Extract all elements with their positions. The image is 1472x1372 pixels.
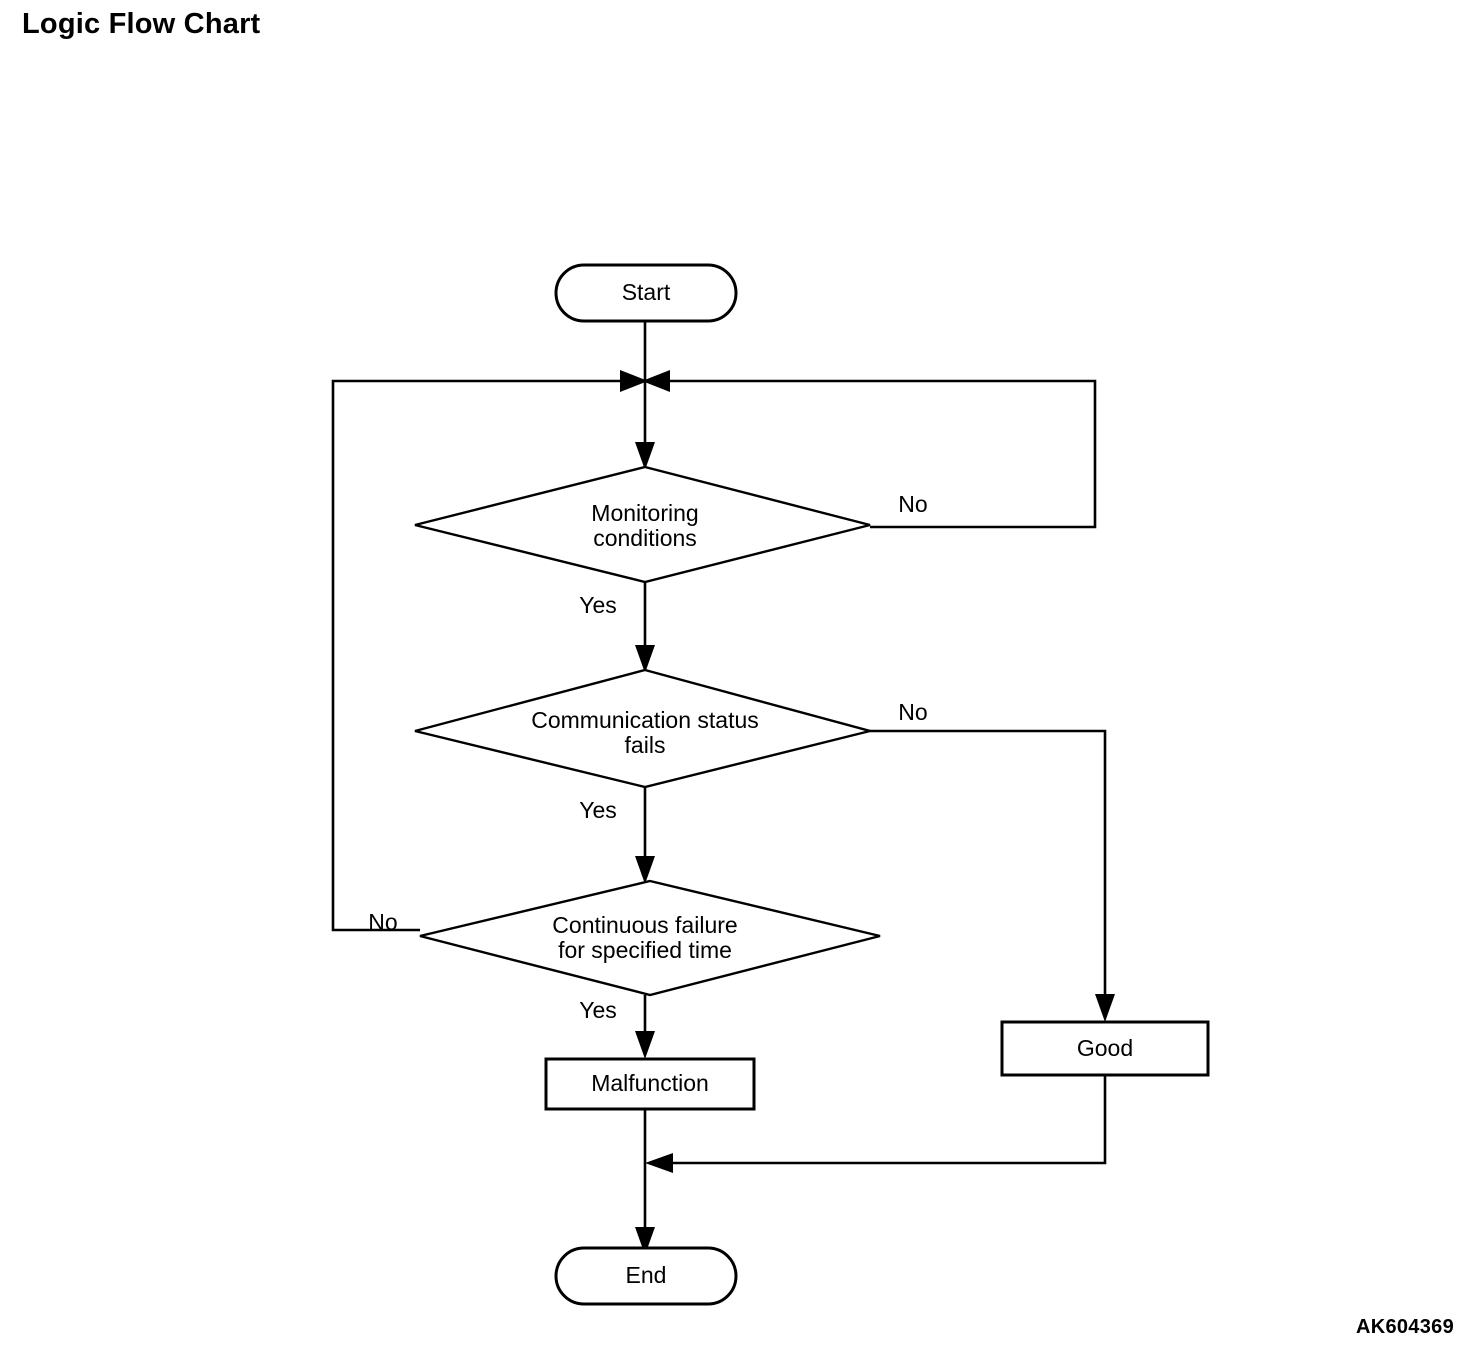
- edge-label-continuous-yes: Yes: [579, 997, 617, 1023]
- arrowhead-into-continuous: [635, 856, 655, 884]
- node-monitoring-conditions-label-line2: conditions: [593, 525, 697, 551]
- arrowhead-good-merge: [645, 1153, 673, 1173]
- edge-label-comm-no: No: [898, 699, 927, 725]
- arrowhead-left-feedback-into-junction: [620, 370, 648, 392]
- node-monitoring-conditions-label-line1: Monitoring: [591, 500, 698, 526]
- node-monitoring-conditions[interactable]: [414, 465, 871, 584]
- edge-label-monitoring-no: No: [898, 491, 927, 517]
- node-continuous-failure[interactable]: [419, 879, 881, 997]
- node-malfunction[interactable]: [544, 1057, 756, 1111]
- edge-comm-no-to-good: [870, 729, 1107, 1014]
- edge-label-comm-yes: Yes: [579, 797, 617, 823]
- node-good-label: Good: [1077, 1035, 1133, 1061]
- node-good[interactable]: [1000, 1020, 1210, 1077]
- edge-continuous-no-feedback: [331, 379, 622, 932]
- node-communication-status-fails[interactable]: [414, 668, 875, 789]
- reference-code: AK604369: [1355, 1316, 1454, 1338]
- node-start-label: Start: [622, 279, 671, 305]
- node-malfunction-label: Malfunction: [591, 1070, 709, 1096]
- node-start[interactable]: [554, 263, 738, 323]
- edge-monitoring-no-feedback: [668, 379, 1097, 529]
- edge-label-continuous-no: No: [368, 909, 397, 935]
- page-title: Logic Flow Chart: [22, 8, 261, 40]
- arrowhead-into-end: [635, 1227, 655, 1255]
- arrowhead-into-good: [1095, 994, 1115, 1022]
- edge-good-to-merge: [655, 1075, 1107, 1165]
- node-communication-status-fails-label-line2: fails: [625, 732, 666, 758]
- node-end-label: End: [626, 1262, 667, 1288]
- edge-label-monitoring-yes: Yes: [579, 592, 617, 618]
- arrowhead-into-monitoring: [635, 442, 655, 470]
- node-continuous-failure-label-line2: for specified time: [558, 937, 732, 963]
- arrowhead-right-feedback-into-junction: [642, 370, 670, 392]
- node-end[interactable]: [554, 1246, 738, 1306]
- node-communication-status-fails-label-line1: Communication status: [531, 707, 759, 733]
- arrowhead-into-malfunction: [635, 1031, 655, 1059]
- node-continuous-failure-label-line1: Continuous failure: [552, 912, 737, 938]
- arrowhead-into-comm-status: [635, 645, 655, 673]
